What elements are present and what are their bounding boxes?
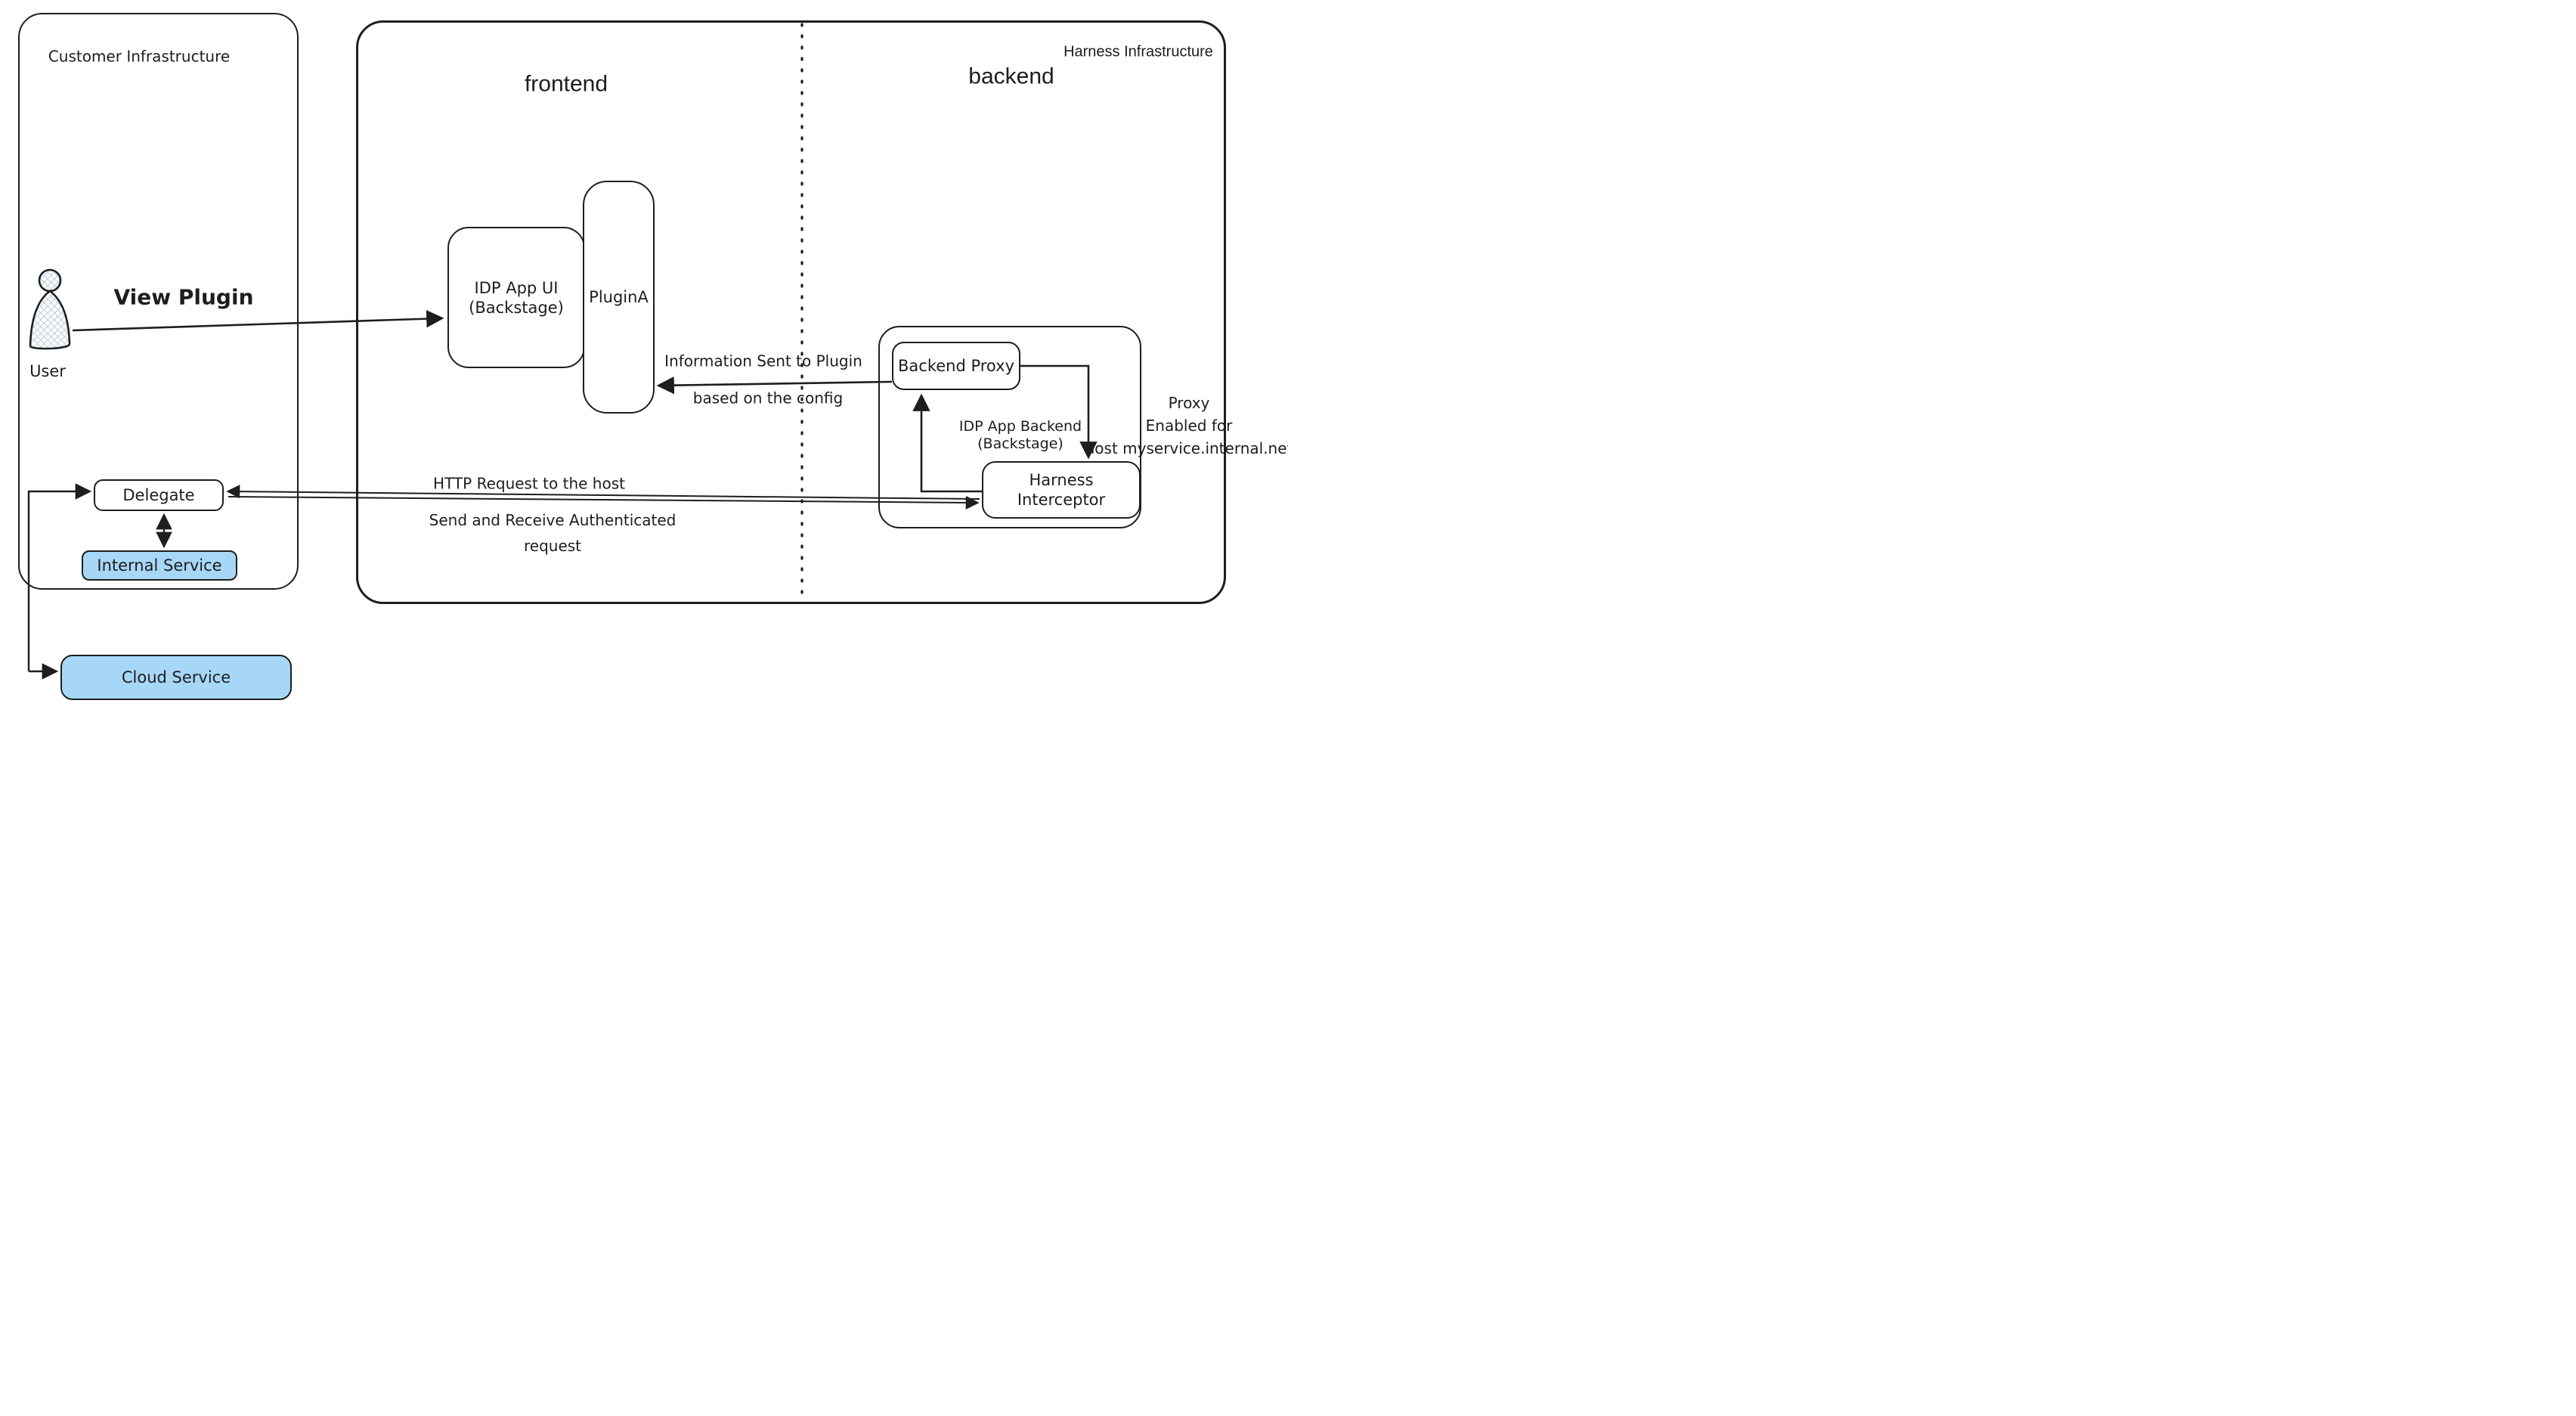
node-idp-app-ui: IDP App UI (Backstage) — [447, 227, 585, 368]
delegate-label: Delegate — [122, 486, 195, 504]
node-cloud-service: Cloud Service — [60, 655, 292, 700]
cloud-service-label: Cloud Service — [121, 668, 231, 686]
send-receive-edge-label: Send and Receive Authenticated request — [429, 511, 677, 555]
zone-backend-title: backend — [968, 64, 1054, 89]
idp-app-backend-title: IDP App Backend (Backstage) — [958, 418, 1082, 452]
harness-interceptor-label: Harness Interceptor — [1017, 471, 1106, 509]
diagram-canvas: IDP App UI (Backstage) PluginA Backend P… — [0, 0, 1288, 708]
user-label: User — [29, 361, 66, 380]
node-plugin-a: PluginA — [583, 181, 655, 414]
customer-infrastructure-title: Customer Infrastructure — [48, 47, 231, 66]
backend-proxy-label: Backend Proxy — [898, 357, 1014, 375]
view-plugin-edge-label: View Plugin — [113, 284, 254, 310]
harness-infrastructure-box — [356, 20, 1226, 604]
node-internal-service: Internal Service — [82, 550, 237, 581]
node-harness-interceptor: Harness Interceptor — [982, 461, 1141, 519]
info-sent-label-line2: based on the config — [692, 389, 844, 407]
harness-infrastructure-title: Harness Infrastructure — [1064, 43, 1213, 60]
http-request-edge-label: HTTP Request to the host — [433, 474, 625, 493]
idp-app-backend-box — [878, 326, 1141, 528]
node-delegate: Delegate — [94, 479, 224, 511]
plugin-a-label: PluginA — [589, 288, 649, 306]
info-sent-label-line1: Information Sent to Plugin — [664, 352, 862, 370]
customer-infrastructure-box — [18, 13, 299, 590]
proxy-enabled-note: Proxy Enabled for host myservice.interna… — [1085, 394, 1288, 457]
idp-app-ui-label: IDP App UI (Backstage) — [469, 278, 564, 317]
internal-service-label: Internal Service — [97, 556, 222, 575]
node-backend-proxy: Backend Proxy — [892, 342, 1020, 390]
zone-frontend-title: frontend — [524, 71, 608, 97]
